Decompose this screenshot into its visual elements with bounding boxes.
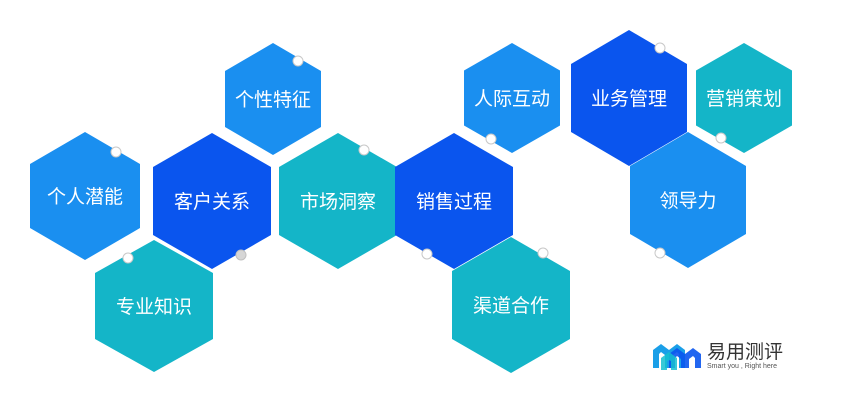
hexagon-shape bbox=[630, 132, 746, 268]
hexagon-label: 客户关系 bbox=[174, 191, 250, 213]
hexagon-shape bbox=[225, 43, 321, 155]
hexagon-label: 个人潜能 bbox=[47, 186, 123, 208]
hexagon-node: 人际互动 bbox=[464, 43, 560, 153]
hexagon-label: 人际互动 bbox=[474, 88, 550, 110]
hexagon-shape bbox=[30, 132, 140, 260]
connector-dot bbox=[485, 133, 497, 145]
brand-logo: 易用测评 Smart you , Right here bbox=[651, 336, 821, 376]
brand-name: 易用测评 bbox=[707, 341, 784, 363]
hexagon-node: 个性特征 bbox=[225, 43, 321, 155]
hexagon-node: 领导力 bbox=[630, 132, 746, 268]
hexagon-node: 营销策划 bbox=[696, 43, 792, 153]
hexagon-label: 领导力 bbox=[659, 190, 716, 212]
hexagon-shape bbox=[95, 240, 213, 372]
hexagon-label: 市场洞察 bbox=[300, 191, 376, 213]
hexagon-label: 个性特征 bbox=[235, 89, 311, 111]
hexagon-node: 销售过程 bbox=[395, 133, 513, 269]
hexagon-node: 个人潜能 bbox=[30, 132, 140, 260]
hexagon-label: 渠道合作 bbox=[473, 295, 549, 317]
connector-dot bbox=[537, 247, 549, 259]
brand-slogan: Smart you , Right here bbox=[707, 363, 778, 370]
connector-dot bbox=[110, 146, 122, 158]
stacked-m-logo-icon bbox=[653, 344, 701, 370]
hexagon-label: 营销策划 bbox=[706, 88, 782, 110]
hexagon-label: 专业知识 bbox=[116, 296, 192, 318]
connector-dot bbox=[292, 55, 304, 67]
hexagon-shape bbox=[571, 30, 687, 166]
connector-dot bbox=[421, 248, 433, 260]
connector-dot bbox=[715, 132, 727, 144]
connector-dot bbox=[654, 247, 666, 259]
connector-dot bbox=[235, 249, 247, 261]
hexagon-shape bbox=[696, 43, 792, 153]
hexagon-label: 业务管理 bbox=[591, 88, 667, 110]
hexagon-label: 销售过程 bbox=[416, 191, 492, 213]
connector-dot bbox=[654, 42, 666, 54]
connector-dot bbox=[122, 252, 134, 264]
hexagon-node: 渠道合作 bbox=[452, 237, 570, 373]
hexagon-node: 市场洞察 bbox=[279, 133, 397, 269]
hexagon-shape bbox=[452, 237, 570, 373]
hexagon-node: 客户关系 bbox=[153, 133, 271, 269]
hexagon-shape bbox=[464, 43, 560, 153]
hexagon-shape bbox=[279, 133, 397, 269]
hexagon-shape bbox=[153, 133, 271, 269]
connector-dot bbox=[358, 144, 370, 156]
hexagon-node: 专业知识 bbox=[95, 240, 213, 372]
hexagon-shape bbox=[395, 133, 513, 269]
hexagon-node: 业务管理 bbox=[571, 30, 687, 166]
